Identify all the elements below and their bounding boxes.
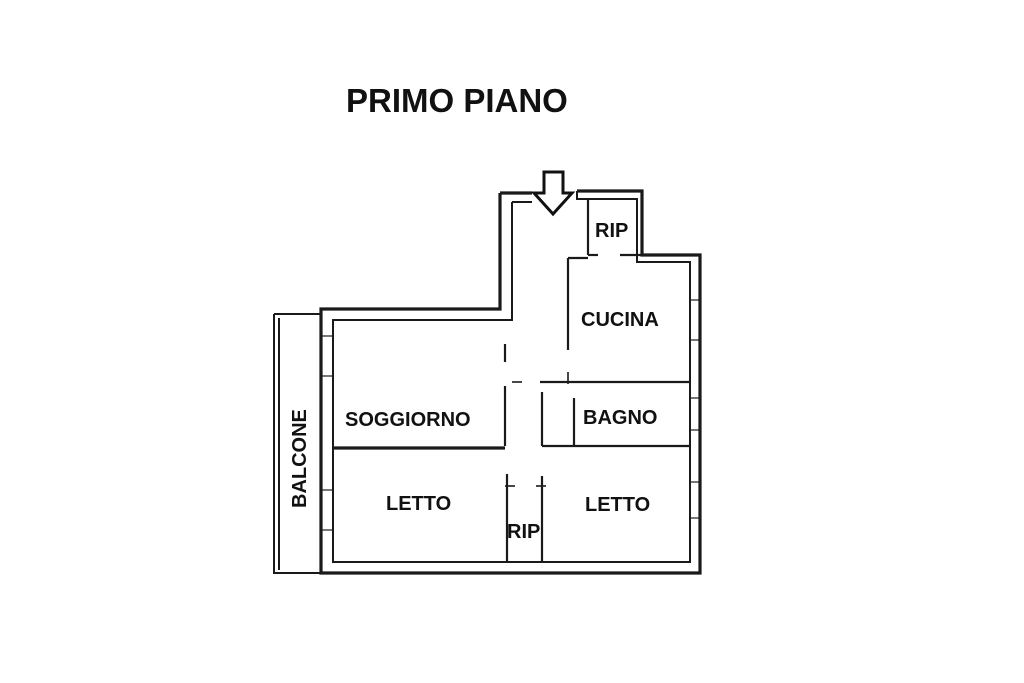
room-label-rip-bottom: RIP	[507, 521, 540, 543]
room-label-letto-right: LETTO	[585, 494, 650, 516]
down-arrow-icon	[530, 170, 576, 217]
room-label-soggiorno: SOGGIORNO	[345, 409, 471, 431]
interior-walls	[333, 199, 690, 562]
room-label-rip-top: RIP	[595, 220, 628, 242]
room-label-cucina: CUCINA	[581, 309, 659, 331]
windows	[320, 299, 701, 531]
outer-walls	[319, 189, 702, 575]
balcony	[273, 313, 321, 574]
room-label-balcone: BALCONE	[289, 409, 311, 508]
room-label-letto-left: LETTO	[386, 493, 451, 515]
room-label-bagno: BAGNO	[583, 407, 657, 429]
floor-title: PRIMO PIANO	[346, 82, 568, 119]
